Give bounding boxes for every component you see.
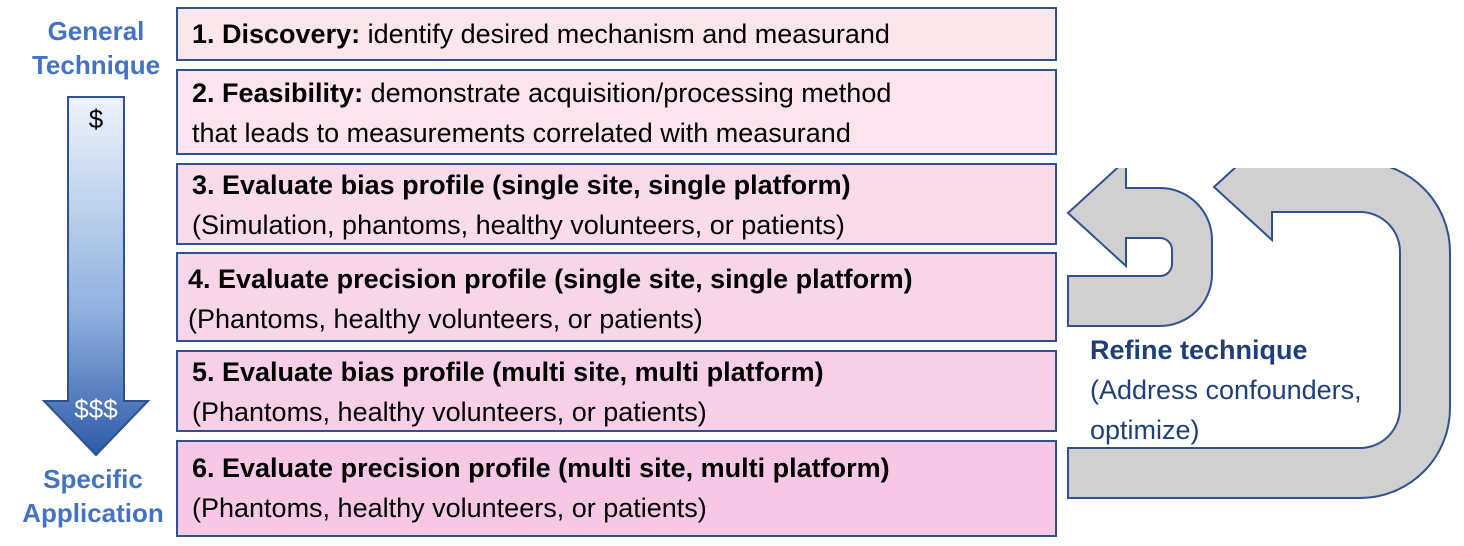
step-bias-multi-box: 5. Evaluate bias profile (multi site, mu…: [176, 350, 1057, 432]
step-bias-single-box: 3. Evaluate bias profile (single site, s…: [176, 163, 1057, 245]
step-precision-multi-box: 6. Evaluate precision profile (multi sit…: [176, 440, 1057, 537]
refine-line1: (Address confounders,: [1090, 375, 1362, 405]
refine-title: Refine technique: [1090, 335, 1308, 365]
step-2-text: demonstrate acquisition/processing metho…: [363, 78, 892, 108]
step-discovery-box: 1. Discovery: identify desired mechanism…: [176, 7, 1057, 61]
refine-line2: optimize): [1090, 415, 1200, 445]
step-5-title: 5. Evaluate bias profile (multi site, mu…: [192, 357, 824, 387]
step-1-text: identify desired mechanism and measurand: [360, 19, 890, 49]
general-technique-text: General Technique: [31, 16, 161, 80]
cost-gradient-arrow: [41, 96, 151, 457]
step-feasibility-box: 2. Feasibility: demonstrate acquisition/…: [176, 69, 1057, 155]
step-4-line2: (Phantoms, healthy volunteers, or patien…: [188, 304, 703, 334]
refine-technique-note: Refine technique (Address confounders, o…: [1090, 330, 1450, 450]
inner-loop-arrow: [1066, 168, 1213, 327]
step-6-title: 6. Evaluate precision profile (multi sit…: [192, 453, 890, 483]
low-cost-label: $: [88, 104, 104, 134]
high-cost-label: $$$: [74, 394, 118, 424]
refine-loop-arrows: [1066, 168, 1451, 499]
step-precision-single-box: 4. Evaluate precision profile (single si…: [176, 252, 1057, 342]
step-5-line2: (Phantoms, healthy volunteers, or patien…: [192, 397, 707, 427]
step-2-title: 2. Feasibility:: [192, 78, 364, 108]
step-4-title: 4. Evaluate precision profile (single si…: [188, 264, 913, 294]
step-6-line2: (Phantoms, healthy volunteers, or patien…: [192, 493, 707, 523]
specific-application-text: Specific Application: [22, 464, 164, 528]
step-3-line2: (Simulation, phantoms, healthy volunteer…: [192, 210, 845, 240]
step-2-line2: that leads to measurements correlated wi…: [192, 118, 851, 148]
specific-application-label: Specific Application: [8, 462, 178, 530]
step-1-title: 1. Discovery:: [192, 19, 361, 49]
outer-loop-arrow: [1067, 168, 1451, 499]
step-3-title: 3. Evaluate bias profile (single site, s…: [192, 170, 851, 200]
general-technique-label: General Technique: [18, 14, 174, 82]
